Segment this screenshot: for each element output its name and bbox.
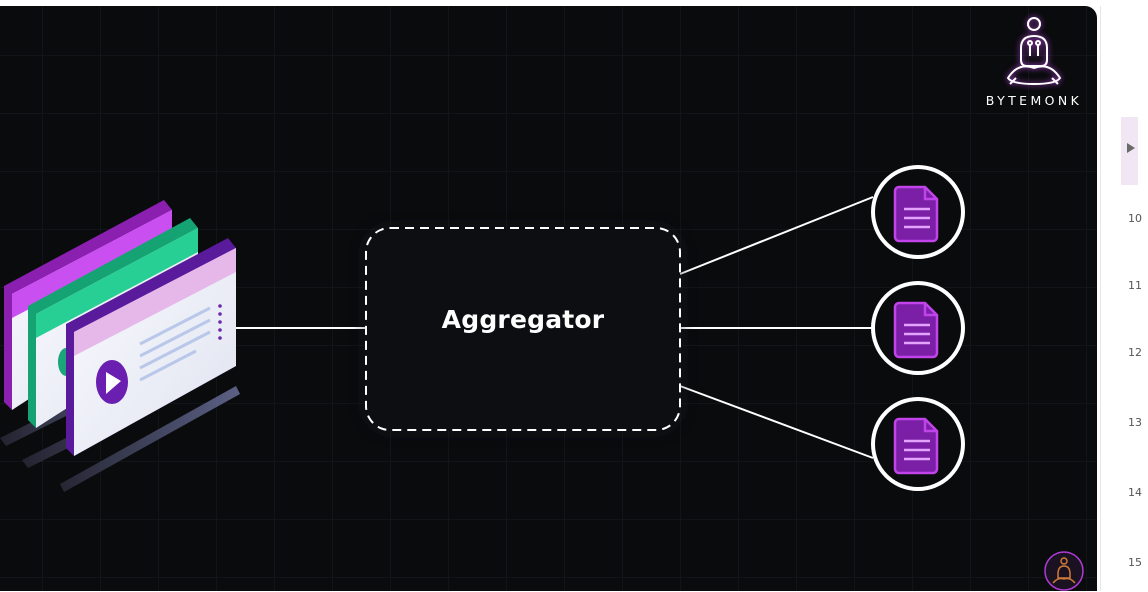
play-icon: [96, 360, 128, 404]
connector-lines: [236, 196, 874, 459]
monk-icon: [1006, 17, 1062, 86]
architecture-diagram: [0, 165, 965, 492]
client-app-illustration: [0, 200, 240, 492]
bytemonk-logo: BYTEMONK: [978, 14, 1090, 114]
service-document-1: [871, 165, 965, 259]
row-number[interactable]: 14: [1128, 486, 1142, 499]
video-frame[interactable]: Aggregator BYTEMONK: [0, 6, 1097, 591]
brand-name: BYTEMONK: [985, 93, 1083, 108]
aggregator-label: Aggregator: [441, 305, 605, 334]
row-number[interactable]: 11: [1128, 279, 1142, 292]
service-document-2: [871, 281, 965, 375]
row-number[interactable]: 15: [1128, 556, 1142, 569]
aggregator-to-service-1-line: [679, 196, 874, 275]
channel-avatar-icon[interactable]: [1043, 550, 1085, 592]
row-number[interactable]: 12: [1128, 346, 1142, 359]
aggregator-box: [365, 227, 681, 431]
side-panel: 10 11 12 13 14 15: [1100, 6, 1142, 591]
row-number[interactable]: 10: [1128, 212, 1142, 225]
play-indicator-icon: [1127, 143, 1135, 153]
aggregator-to-service-3-line: [679, 385, 874, 459]
service-document-3: [871, 397, 965, 491]
row-number[interactable]: 13: [1128, 416, 1142, 429]
